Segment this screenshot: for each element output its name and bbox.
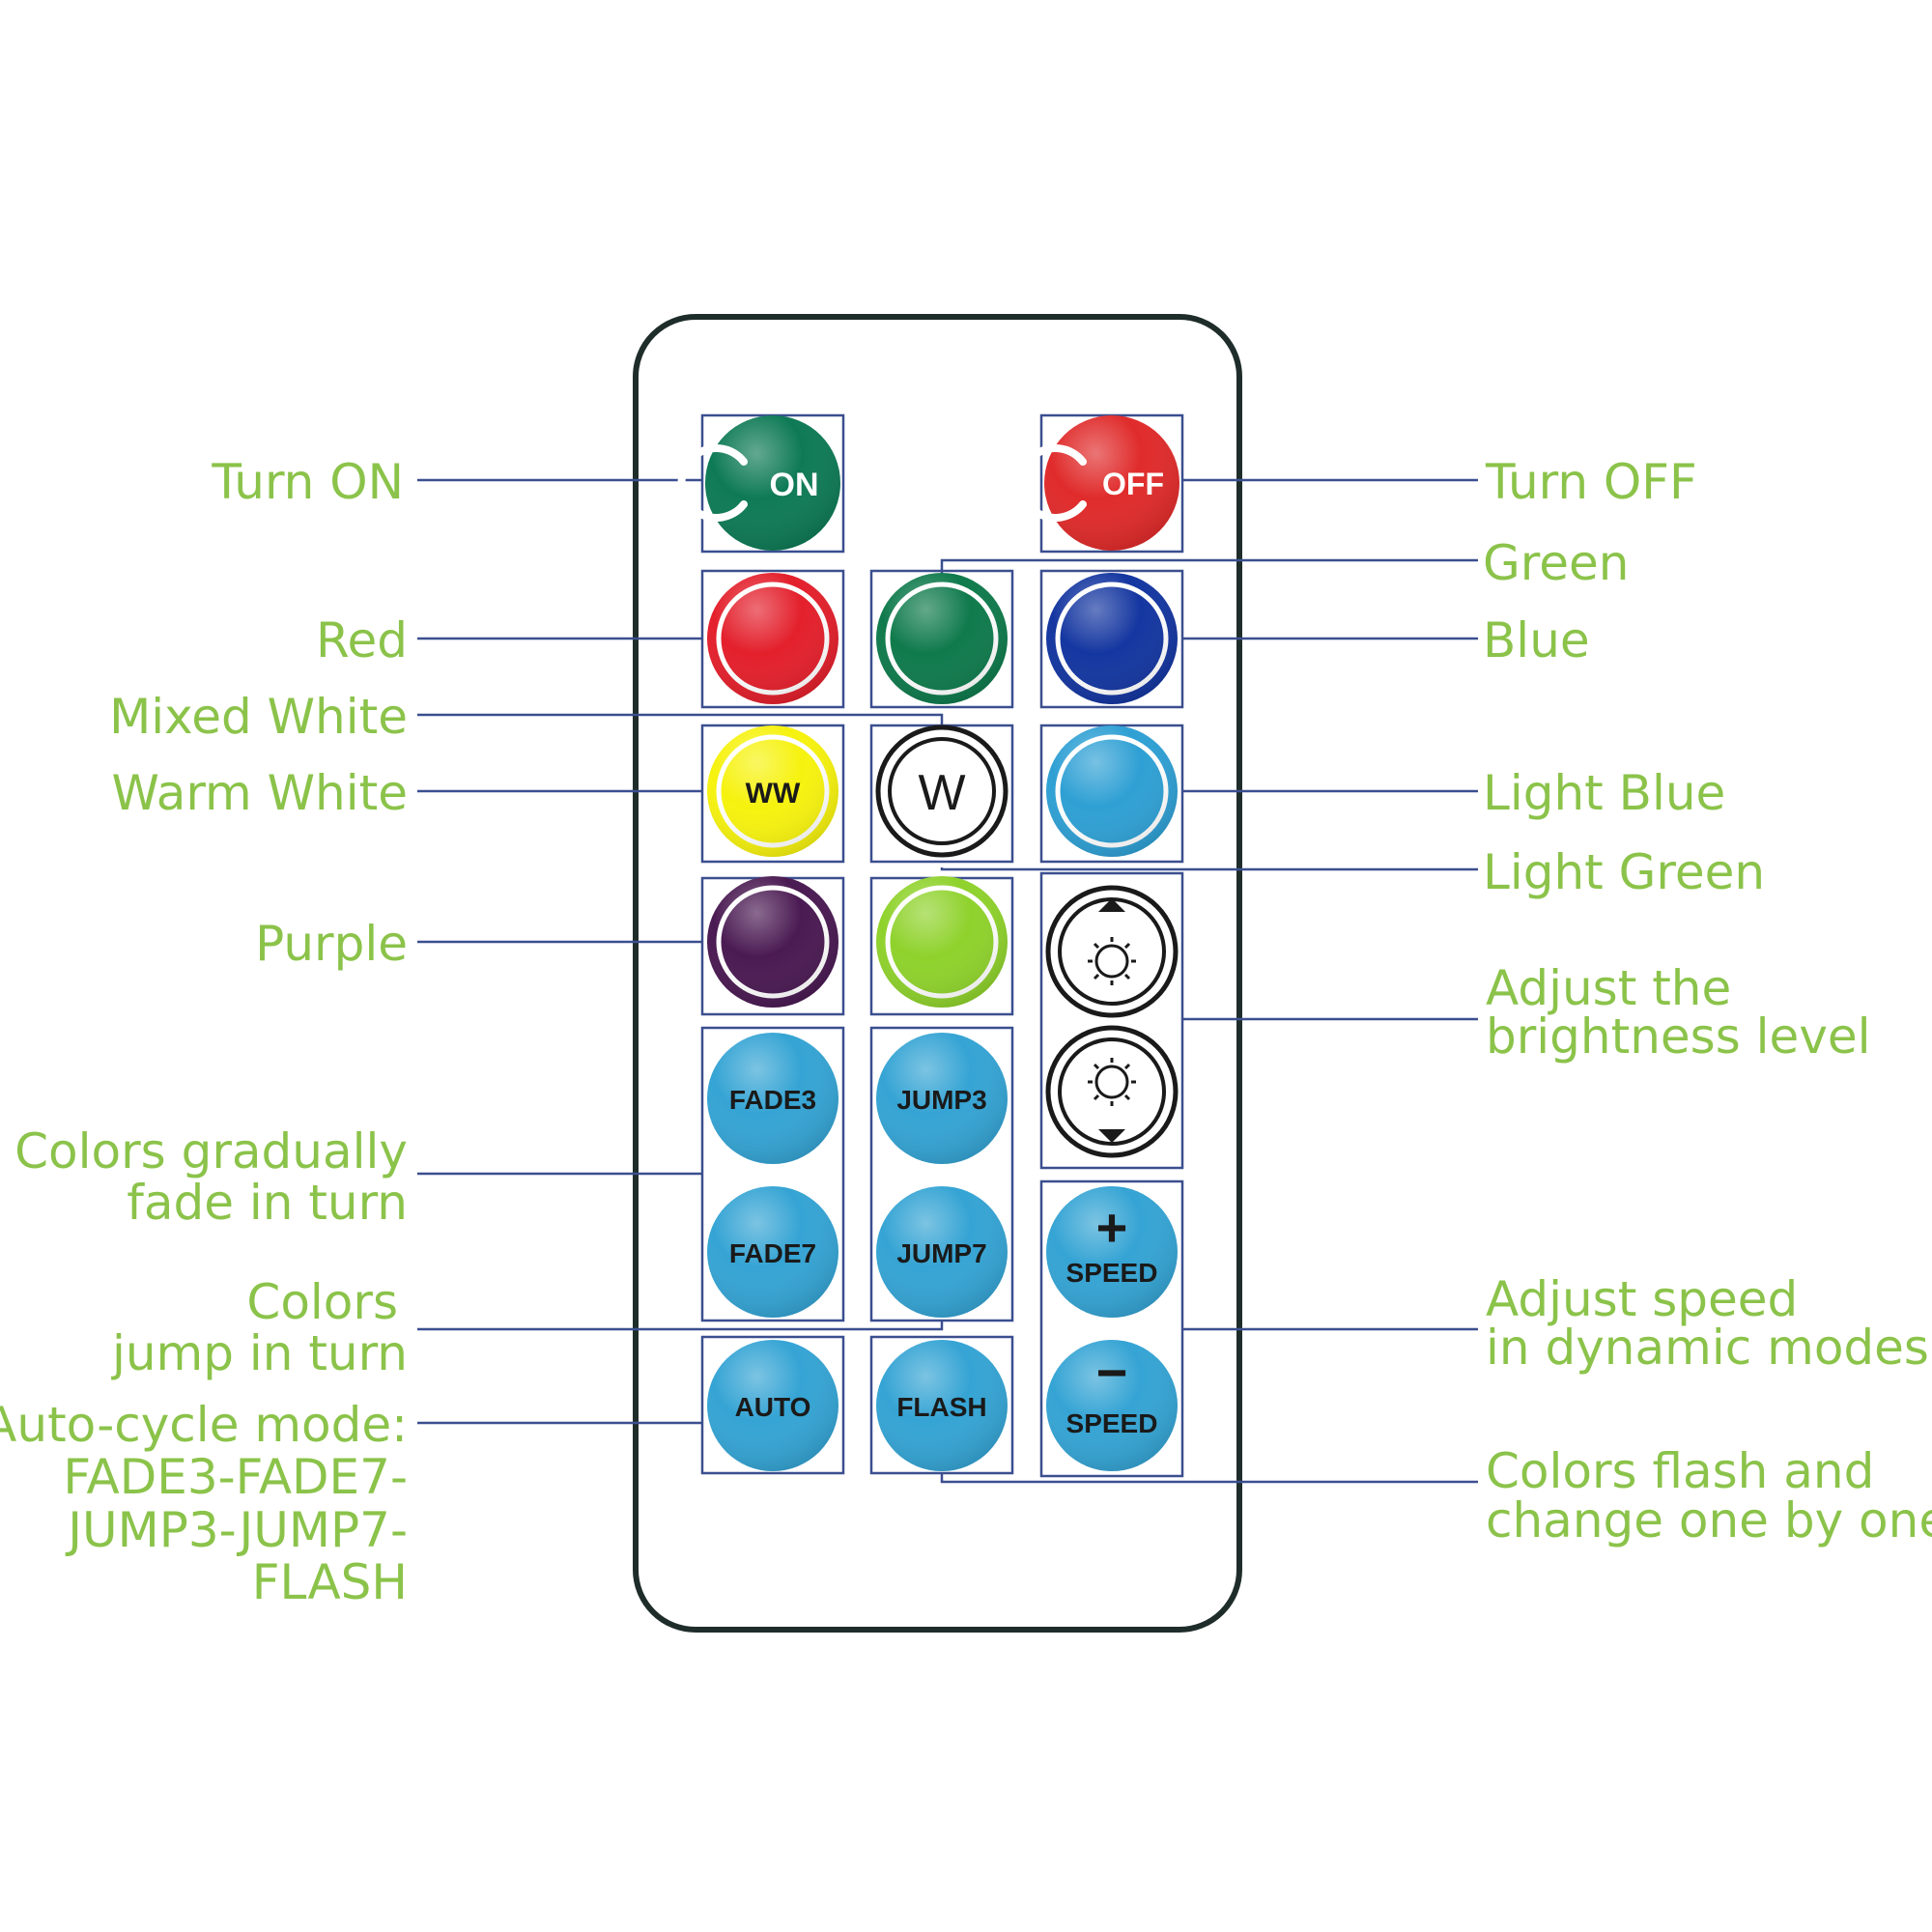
minus-icon: −: [1096, 1342, 1128, 1403]
flash-button-label: FLASH: [896, 1392, 986, 1422]
label-jump-line1: Colors: [246, 1274, 398, 1330]
warm-white-button-label: WW: [746, 778, 801, 810]
label-fade-line2: fade in turn: [127, 1175, 408, 1231]
label-light-green: Light Green: [1483, 844, 1765, 900]
light-blue-button[interactable]: [1046, 725, 1178, 857]
fade7-button-label: FADE7: [729, 1238, 816, 1268]
label-brightness-line1: Adjust the: [1486, 960, 1731, 1016]
label-warm-white: Warm White: [111, 765, 408, 821]
purple-button[interactable]: [707, 876, 838, 1008]
mixed-white-button[interactable]: W: [875, 724, 1009, 858]
sun-down-arrow-icon: [1088, 1058, 1136, 1143]
label-speed-line2: in dynamic modes: [1486, 1320, 1929, 1376]
brightness-down-button[interactable]: [1045, 1025, 1179, 1158]
plus-icon: +: [1096, 1197, 1128, 1258]
label-fade-line1: Colors gradually: [14, 1123, 408, 1179]
label-auto-line2: FADE3-FADE7-: [63, 1449, 408, 1505]
label-mixed-white: Mixed White: [109, 689, 408, 745]
label-purple: Purple: [255, 916, 408, 972]
speed-down-button[interactable]: − SPEED: [1046, 1340, 1178, 1471]
speed-up-button-label: SPEED: [1066, 1258, 1158, 1288]
sun-up-arrow-icon: [1088, 898, 1136, 985]
label-turn-off: Turn OFF: [1485, 454, 1697, 510]
jump3-button-label: JUMP3: [896, 1085, 986, 1115]
brightness-up-button[interactable]: [1045, 885, 1179, 1018]
blue-button[interactable]: [1046, 573, 1178, 704]
label-green: Green: [1483, 535, 1629, 591]
label-flash-line1: Colors flash and: [1486, 1443, 1874, 1499]
label-auto-line4: FLASH: [252, 1554, 408, 1610]
mixed-white-button-label: W: [918, 765, 965, 821]
fade3-button-label: FADE3: [729, 1085, 816, 1115]
label-red: Red: [316, 612, 408, 668]
flash-button[interactable]: FLASH: [876, 1340, 1008, 1471]
label-auto-line3: JUMP3-JUMP7-: [65, 1502, 408, 1558]
jump7-button[interactable]: JUMP7: [876, 1186, 1008, 1318]
auto-button-label: AUTO: [735, 1392, 811, 1422]
label-speed-line1: Adjust speed: [1486, 1271, 1798, 1327]
label-light-blue: Light Blue: [1483, 765, 1725, 821]
fade3-button[interactable]: FADE3: [707, 1033, 838, 1164]
label-blue: Blue: [1483, 612, 1590, 668]
speed-up-button[interactable]: + SPEED: [1046, 1186, 1178, 1318]
label-turn-on: Turn ON: [211, 454, 404, 510]
label-jump-line2: jump in turn: [111, 1325, 408, 1381]
label-brightness-line2: brightness level: [1486, 1009, 1871, 1065]
power-ring-icon: [677, 444, 748, 522]
power-ring-icon: [1016, 444, 1087, 522]
off-button[interactable]: OFF: [1016, 415, 1179, 551]
jump7-button-label: JUMP7: [896, 1238, 986, 1268]
fade7-button[interactable]: FADE7: [707, 1186, 838, 1318]
green-button[interactable]: [876, 573, 1008, 704]
auto-button[interactable]: AUTO: [707, 1340, 838, 1471]
red-button[interactable]: [707, 573, 838, 704]
off-button-label: OFF: [1102, 467, 1164, 501]
on-button-label: ON: [770, 467, 819, 503]
label-auto-line1: Auto-cycle mode:: [0, 1397, 408, 1453]
light-green-button[interactable]: [876, 876, 1008, 1008]
on-button[interactable]: ON: [677, 415, 840, 551]
warm-white-button[interactable]: WW: [707, 725, 838, 857]
jump3-button[interactable]: JUMP3: [876, 1033, 1008, 1164]
speed-down-button-label: SPEED: [1066, 1408, 1158, 1438]
label-flash-line2: change one by one: [1486, 1492, 1932, 1548]
